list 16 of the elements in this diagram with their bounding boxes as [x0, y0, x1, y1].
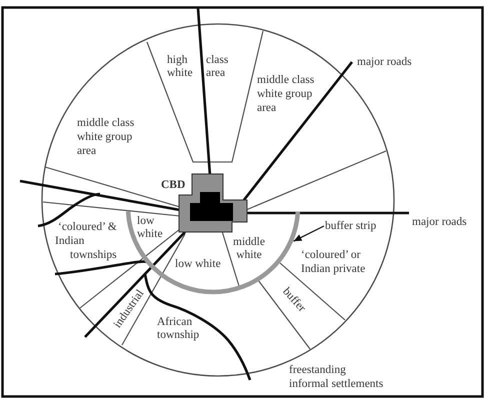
road-label: major roads	[357, 55, 412, 69]
zone-label: class area	[206, 54, 228, 80]
zone-label: freestanding informal settlements	[289, 363, 384, 391]
zone-label: African township	[157, 316, 200, 342]
zone-label: low white	[175, 257, 221, 271]
zone-label: middle class white group area	[257, 73, 314, 115]
zone-label: middle class white group area	[77, 116, 134, 158]
cbd-label: CBD	[161, 178, 186, 192]
callout-text: buffer strip	[325, 219, 376, 233]
road-label: major roads	[412, 215, 467, 229]
zone-label: ‘coloured’ & Indian townships	[55, 220, 117, 262]
zone-label: low white	[137, 215, 163, 241]
zone-label: high white	[167, 54, 193, 80]
leader-arrow	[293, 225, 324, 242]
zone-label: ‘coloured’ or Indian private	[301, 248, 366, 276]
zone-label: middle white	[232, 236, 266, 262]
